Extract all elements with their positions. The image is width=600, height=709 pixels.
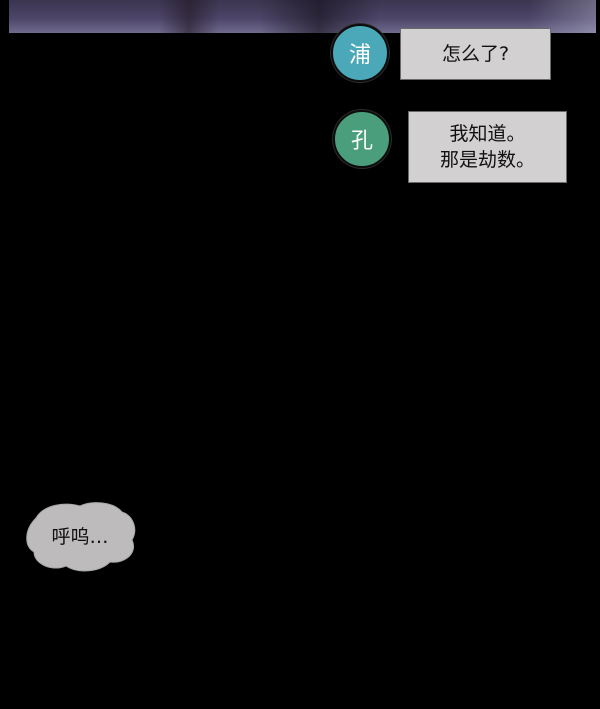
speaker-avatar-kong: 孔 bbox=[333, 110, 391, 168]
speech-bubble-2: 我知道。 那是劫数。 bbox=[408, 111, 567, 183]
top-art-panel bbox=[9, 0, 596, 33]
speaker-name: 孔 bbox=[350, 129, 373, 154]
speech-line: 那是劫数。 bbox=[439, 149, 535, 171]
speech-line: 怎么了? bbox=[441, 43, 510, 65]
cloud-shape bbox=[26, 502, 136, 572]
sfx-text: 呼呜… bbox=[51, 526, 109, 548]
speaker-avatar-pu: 浦 bbox=[331, 24, 389, 82]
speech-line: 我知道。 bbox=[449, 123, 526, 145]
sfx-cloud-bubble: 呼呜… bbox=[22, 500, 138, 574]
speaker-name: 浦 bbox=[348, 43, 371, 68]
speech-bubble-1: 怎么了? bbox=[400, 28, 551, 80]
